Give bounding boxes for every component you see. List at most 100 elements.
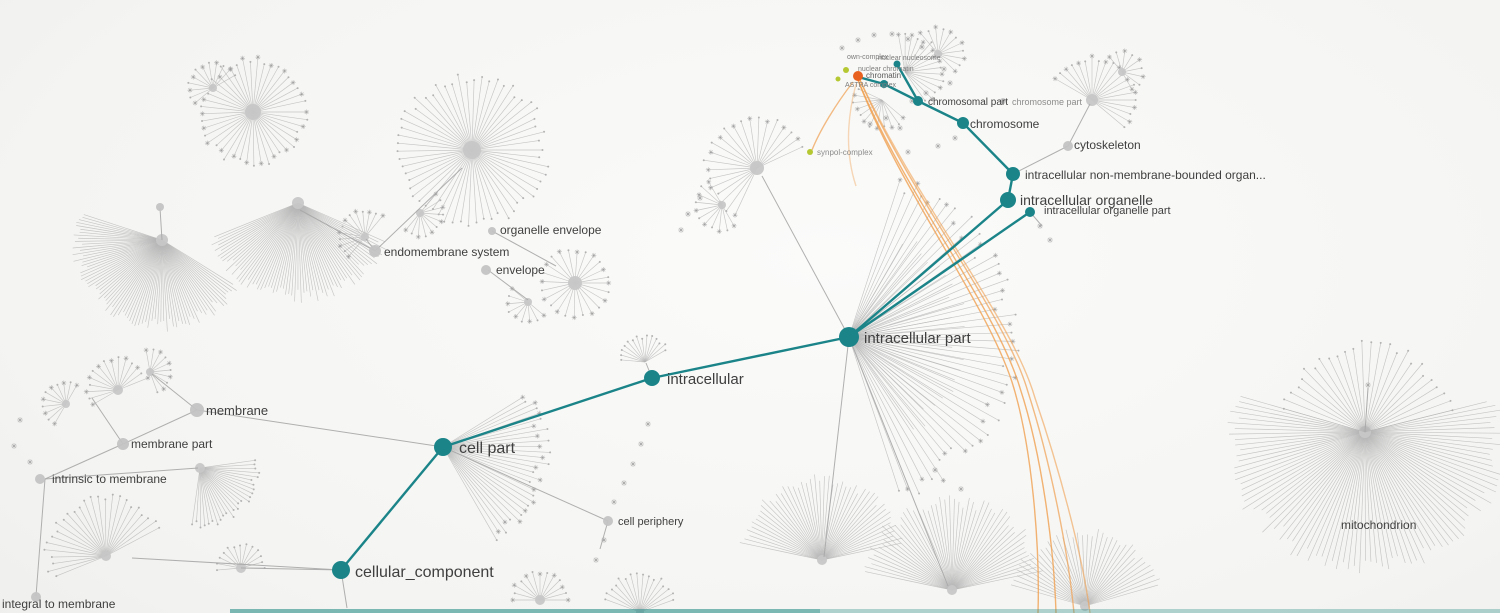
- highlighted-term-node[interactable]: [839, 327, 859, 347]
- fan-ray: [848, 336, 936, 406]
- accent-term-node[interactable]: [843, 67, 849, 73]
- cluster-core[interactable]: [535, 595, 545, 605]
- highlighted-term-node[interactable]: [1025, 207, 1035, 217]
- ray-tip: [513, 592, 516, 595]
- fan-ray: [848, 336, 924, 410]
- fan-ray: [641, 338, 646, 363]
- term-node[interactable]: [190, 403, 204, 417]
- cluster-core[interactable]: [361, 233, 369, 241]
- flower-center: [607, 282, 610, 284]
- fan-ray: [442, 446, 534, 503]
- cluster-core[interactable]: [524, 298, 532, 306]
- fan-ray: [73, 239, 163, 262]
- term-node[interactable]: [31, 592, 41, 602]
- cluster-core[interactable]: [1086, 94, 1098, 106]
- fan-ray: [919, 32, 939, 55]
- term-node[interactable]: [603, 516, 613, 526]
- flower-center: [215, 61, 218, 64]
- cluster-core[interactable]: [934, 50, 942, 58]
- cluster-core[interactable]: [101, 551, 111, 561]
- flower-center: [561, 586, 564, 588]
- fan-ray: [1364, 431, 1492, 504]
- highlighted-term-node[interactable]: [332, 561, 350, 579]
- fan-ray: [756, 146, 803, 169]
- fan-ray: [904, 67, 941, 73]
- term-node[interactable]: [481, 265, 491, 275]
- fan-ray: [199, 467, 239, 504]
- fan-ray: [252, 82, 294, 113]
- fan-ray: [751, 521, 823, 561]
- term-node[interactable]: [117, 438, 129, 450]
- fan-ray: [471, 149, 485, 219]
- fan-ray: [1303, 368, 1366, 433]
- fan-ray: [951, 529, 1026, 591]
- term-node[interactable]: [1063, 141, 1073, 151]
- cluster-core[interactable]: [245, 104, 261, 120]
- fan-ray: [52, 536, 107, 557]
- cluster-core[interactable]: [113, 385, 123, 395]
- flower-center: [504, 521, 506, 523]
- term-node[interactable]: [1000, 98, 1006, 104]
- fan-ray: [199, 467, 210, 524]
- fan-ray: [252, 64, 265, 113]
- fan-ray: [720, 137, 758, 169]
- term-node[interactable]: [35, 474, 45, 484]
- fan-ray: [809, 478, 823, 561]
- ray-tip: [1395, 352, 1398, 355]
- cluster-core[interactable]: [209, 84, 217, 92]
- cluster-core[interactable]: [817, 555, 827, 565]
- ray-tip: [916, 38, 919, 41]
- flower-center: [703, 223, 706, 226]
- cluster-core[interactable]: [463, 141, 481, 159]
- fan-ray: [134, 239, 163, 326]
- fan-ray: [405, 149, 473, 174]
- ray-tip: [522, 197, 525, 200]
- cluster-core[interactable]: [195, 463, 205, 473]
- cluster-core[interactable]: [947, 585, 957, 595]
- fan-ray: [297, 202, 363, 278]
- highlighted-term-node[interactable]: [434, 438, 452, 456]
- fan-ray: [442, 425, 534, 448]
- ray-tip: [225, 512, 228, 515]
- fan-ray: [208, 93, 254, 113]
- highlighted-term-node[interactable]: [1006, 167, 1020, 181]
- highlighted-term-node[interactable]: [893, 60, 901, 68]
- highlighted-term-node[interactable]: [880, 80, 888, 88]
- highlighted-term-node[interactable]: [644, 370, 660, 386]
- fan-ray: [951, 501, 960, 591]
- cluster-core[interactable]: [750, 161, 764, 175]
- fan-ray: [285, 202, 299, 295]
- fan-ray: [904, 35, 913, 73]
- highlighted-term-node[interactable]: [913, 96, 923, 106]
- fan-ray: [409, 149, 473, 189]
- cluster-core[interactable]: [292, 197, 304, 209]
- fan-ray: [1056, 535, 1086, 607]
- fan-ray: [1364, 393, 1445, 433]
- cluster-core[interactable]: [568, 276, 582, 290]
- ray-tip: [978, 232, 981, 235]
- ray-tip: [1389, 343, 1392, 346]
- term-node[interactable]: [488, 227, 496, 235]
- term-node[interactable]: [369, 245, 381, 257]
- cluster-core[interactable]: [1080, 601, 1090, 611]
- fan-ray: [297, 202, 372, 265]
- cluster-core[interactable]: [718, 201, 726, 209]
- ray-tip: [47, 418, 50, 421]
- accent-term-node[interactable]: [807, 149, 813, 155]
- accent-term-node[interactable]: [835, 76, 841, 82]
- fan-ray: [442, 446, 551, 453]
- flower-center: [53, 422, 56, 425]
- fan-ray: [161, 239, 200, 323]
- term-node[interactable]: [156, 203, 164, 211]
- cluster-core[interactable]: [1118, 68, 1126, 76]
- fan-ray: [207, 111, 254, 144]
- flower-center: [732, 125, 735, 127]
- cluster-core[interactable]: [62, 400, 70, 408]
- fan-ray: [362, 211, 366, 238]
- highlighted-term-node[interactable]: [957, 117, 969, 129]
- cluster-core[interactable]: [416, 209, 424, 217]
- highlighted-term-node[interactable]: [1000, 192, 1016, 208]
- accent-term-node[interactable]: [853, 71, 863, 81]
- ray-tip: [507, 311, 510, 314]
